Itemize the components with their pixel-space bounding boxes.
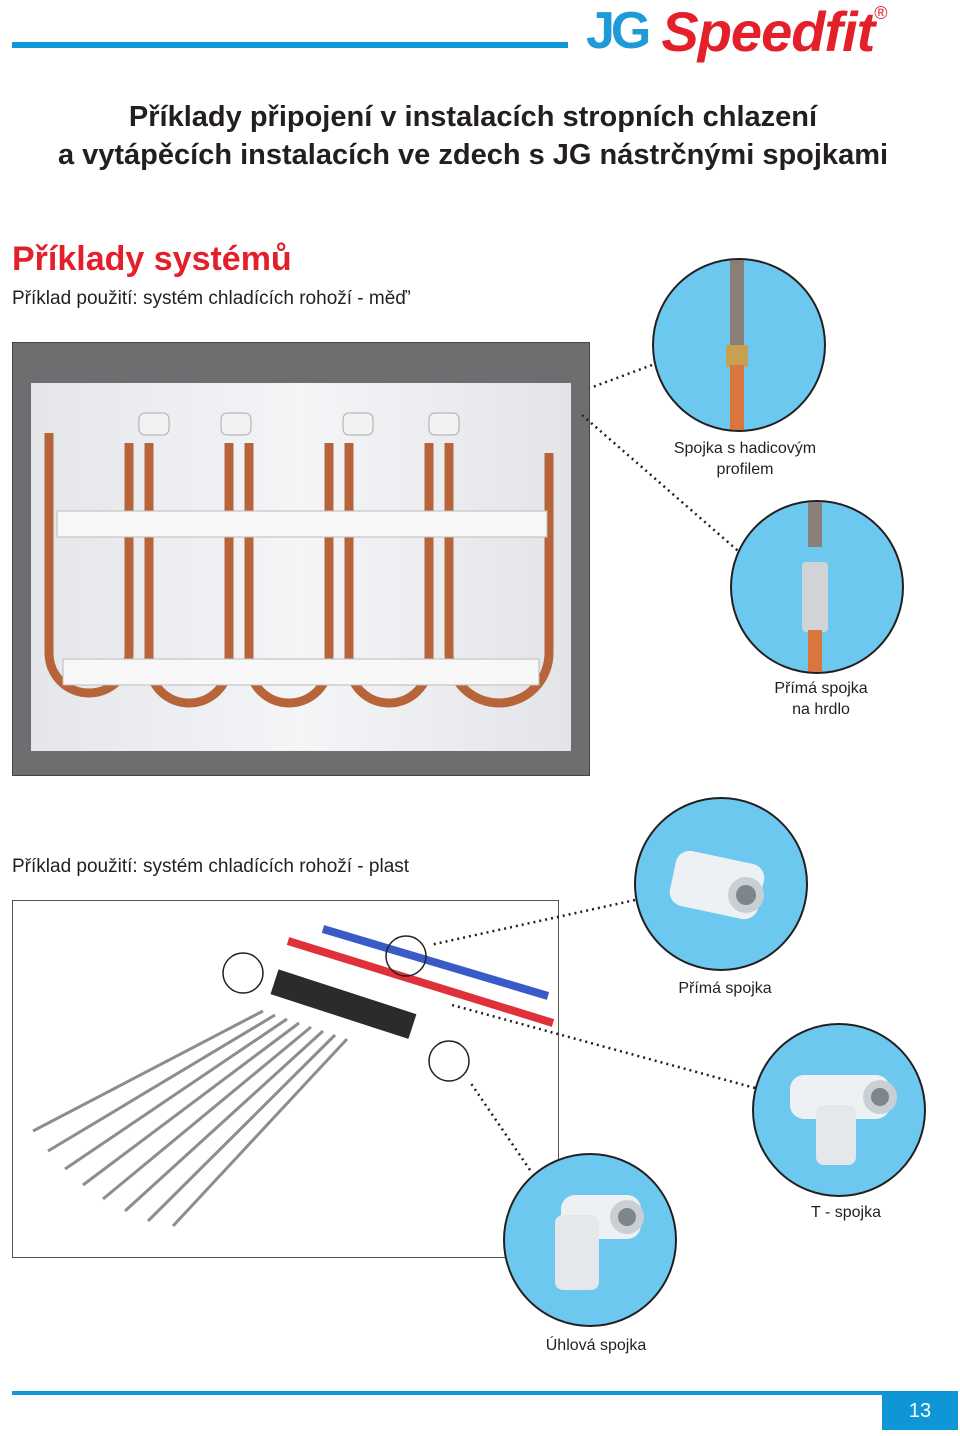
- jg-speedfit-logo: JG Speedfit ®: [586, 0, 888, 63]
- elbow-connector-circle: [503, 1153, 677, 1327]
- registered-mark: ®: [874, 2, 888, 23]
- example1-caption: Příklad použití: systém chladících rohož…: [12, 288, 412, 309]
- example2-caption: Příklad použití: systém chladících rohož…: [12, 856, 410, 877]
- logo-mark: JG: [586, 2, 651, 60]
- logo-name: Speedfit: [661, 0, 875, 63]
- hose-connector-circle: [652, 258, 826, 432]
- straight-connector-circle: [634, 797, 808, 971]
- plastic-mat-photo: [12, 900, 559, 1258]
- footer-rule: [12, 1391, 958, 1395]
- title-line-2: a vytápěcích instalacích ve zdech s JG n…: [57, 139, 889, 171]
- plastic-mat-illustration: [32, 925, 555, 1228]
- hose-connector-label: Spojka s hadicovým profilem: [645, 438, 845, 480]
- page-number: 13: [882, 1393, 958, 1430]
- label-line: na hrdlo: [792, 701, 850, 718]
- straight-spigot-connector-circle: [730, 500, 904, 674]
- page-title: Příklady připojení v instalacích stropní…: [0, 98, 946, 174]
- tee-connector-circle: [752, 1023, 926, 1197]
- elbow-connector-label: Úhlová spojka: [545, 1337, 647, 1354]
- header-rule: [12, 42, 568, 48]
- straight-connector-label: Přímá spojka: [678, 980, 772, 997]
- label-line: Přímá spojka: [774, 680, 868, 697]
- tee-connector-label: T - spojka: [811, 1204, 881, 1221]
- section-heading: Příklady systémů: [12, 240, 292, 278]
- copper-mat-photo: [12, 342, 590, 776]
- copper-mat-illustration: [44, 412, 554, 708]
- straight-spigot-label: Přímá spojka na hrdlo: [721, 678, 921, 720]
- label-line: Spojka s hadicovým: [673, 440, 817, 457]
- label-line: profilem: [716, 461, 774, 478]
- title-line-1: Příklady připojení v instalacích stropní…: [128, 101, 818, 133]
